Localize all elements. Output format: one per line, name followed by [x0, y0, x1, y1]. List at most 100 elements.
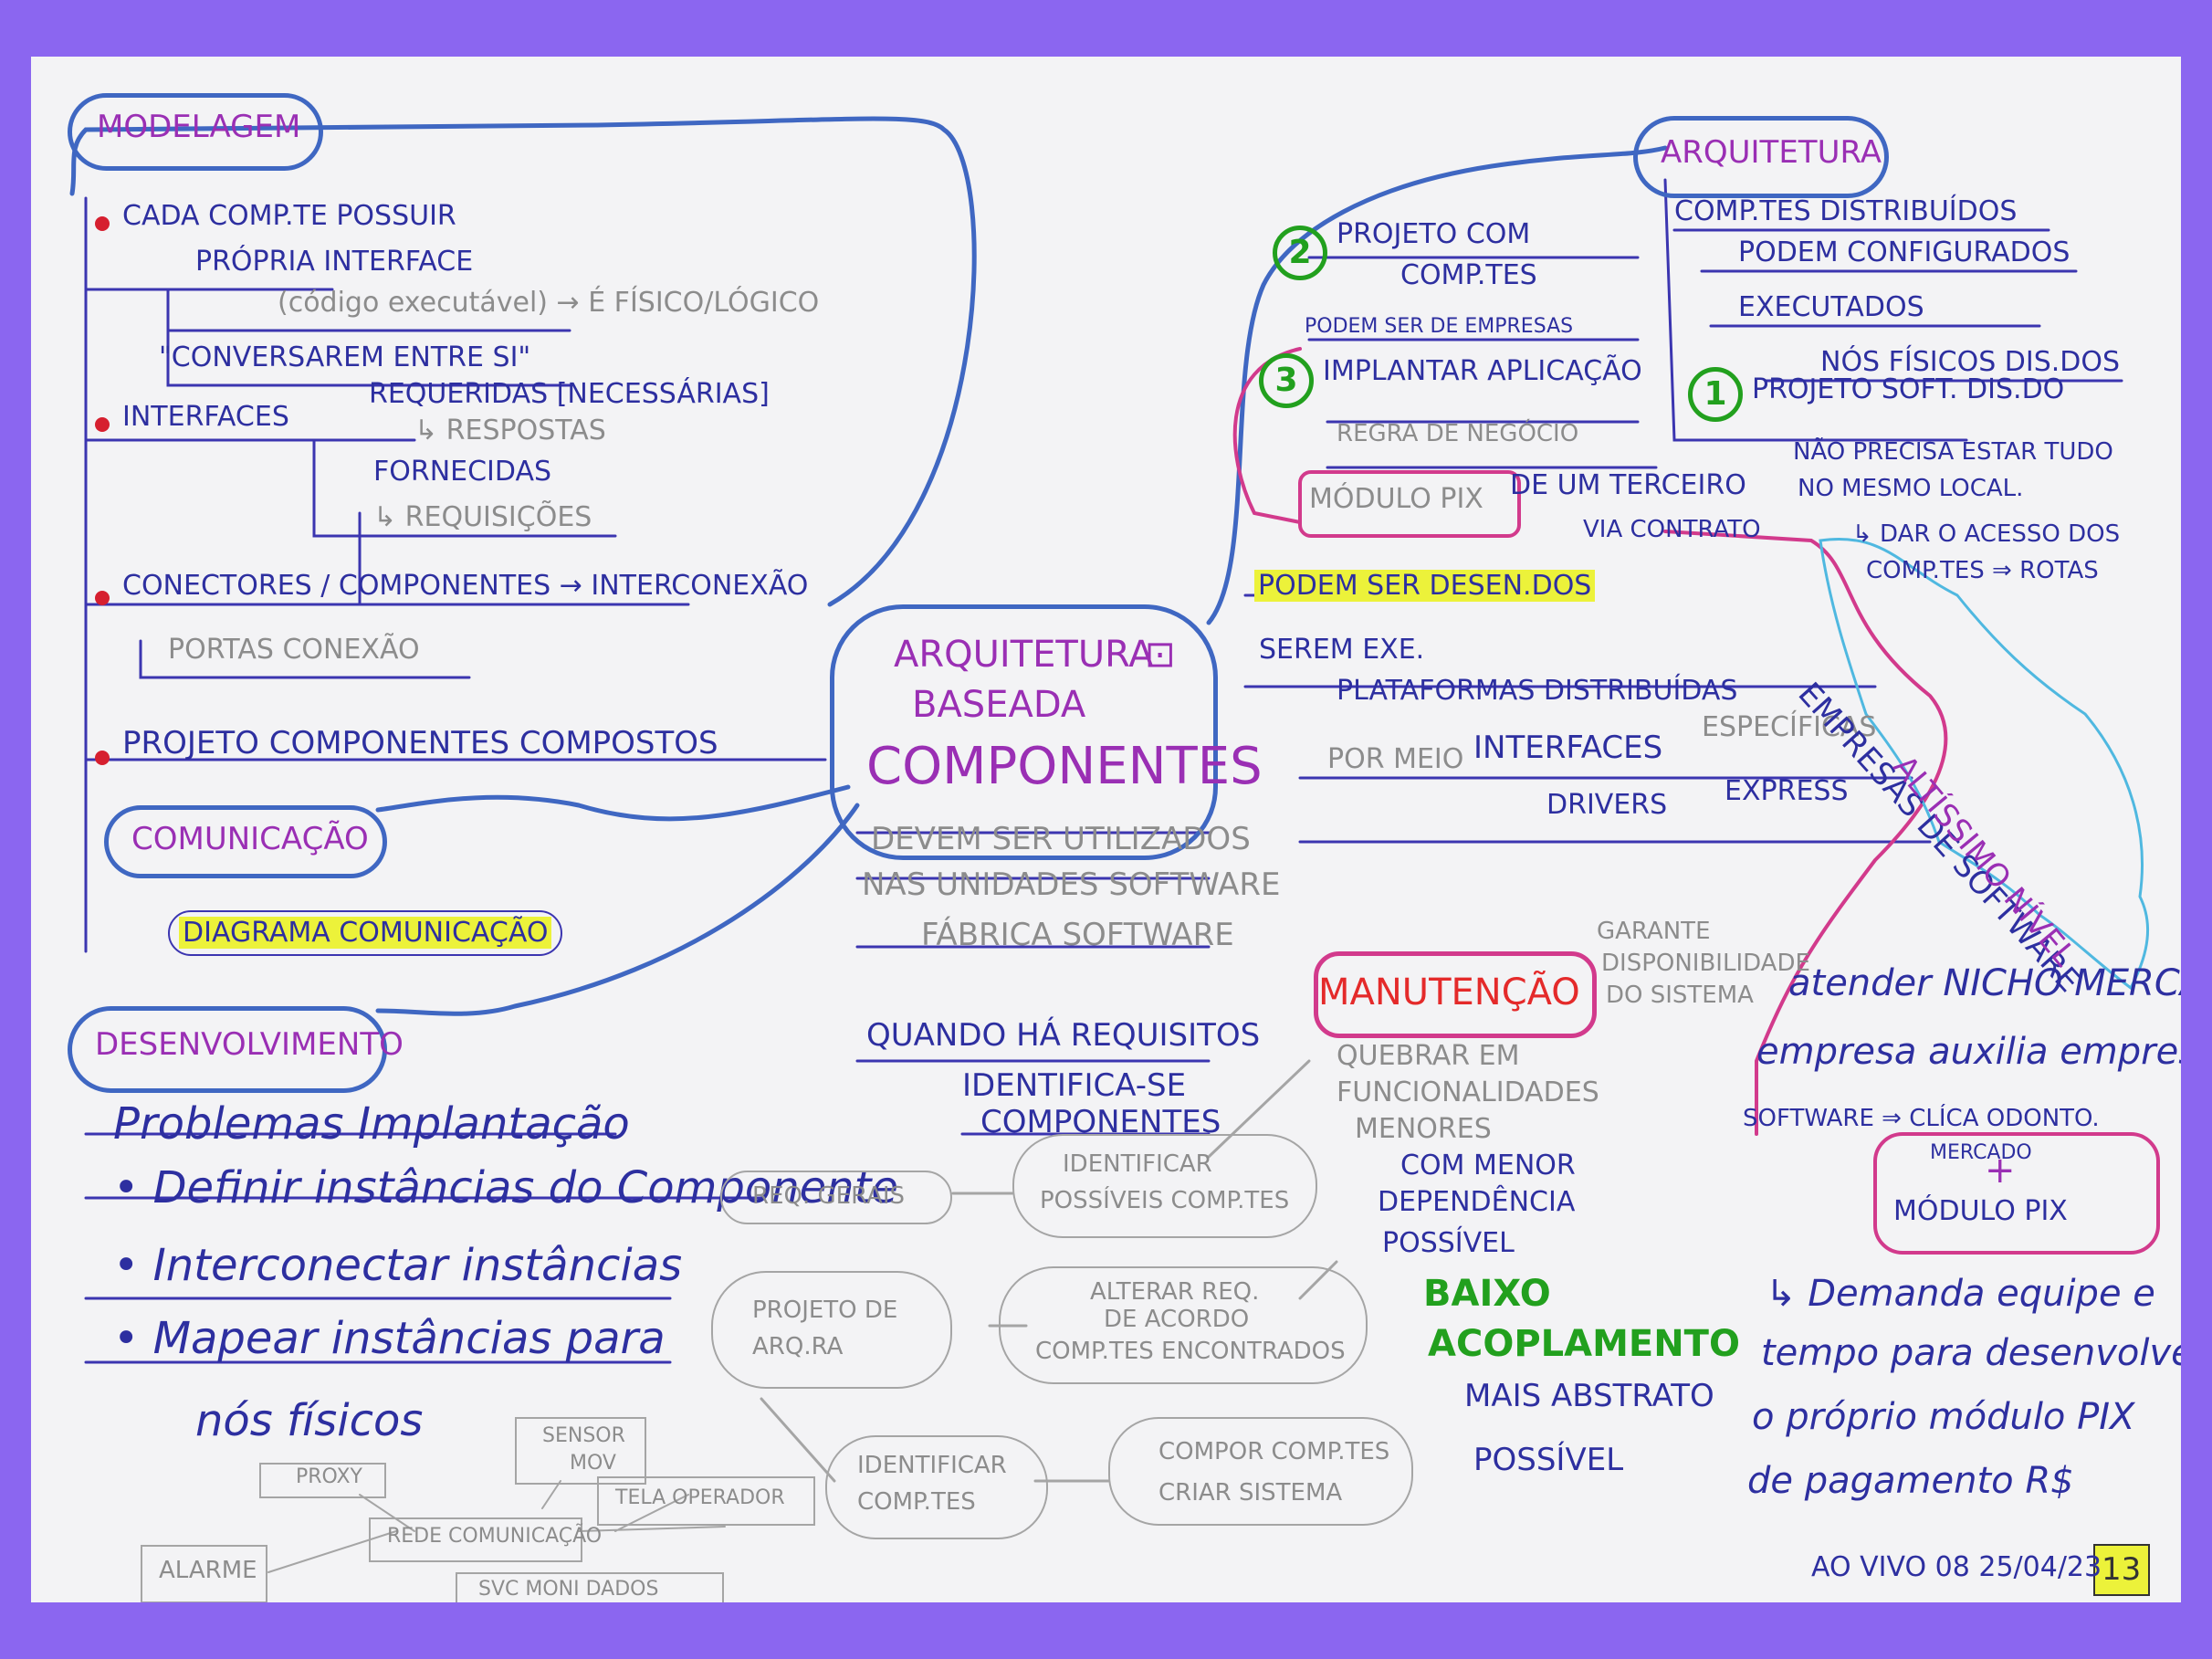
proxy: PROXY — [296, 1465, 362, 1488]
svc-moni: SVC MONI DADOS — [478, 1578, 659, 1601]
center-line2: BASEADA — [912, 684, 1086, 726]
demanda-l3: o próprio módulo PIX — [1752, 1396, 2135, 1438]
garante-l2: DISPONIBILIDADE — [1601, 950, 1810, 977]
rede-lines — [267, 1480, 726, 1573]
footer-date: AO VIVO 08 25/04/23 — [1811, 1551, 2102, 1583]
conectores: CONECTORES / COMPONENTES → INTERCONEXÃO — [122, 570, 809, 602]
bullet-icon — [95, 216, 110, 231]
plus-icon: + — [1985, 1150, 2016, 1192]
branch-comunicacao — [375, 784, 851, 822]
mais-abstrato-l1: MAIS ABSTRATO — [1464, 1378, 1714, 1414]
projeto-soft: PROJETO SOFT. DIS.DO — [1752, 373, 2065, 405]
identificar-comptes-box[interactable] — [825, 1435, 1048, 1539]
comunicacao-node[interactable] — [104, 805, 387, 878]
via-contrato: VIA CONTRATO — [1583, 516, 1761, 543]
modelagem-title: MODELAGEM — [97, 109, 301, 145]
software-odonto: SOFTWARE ⇒ CLÍCA ODONTO. — [1743, 1105, 2100, 1132]
projeto-com-l2: COMP.TES — [1400, 259, 1537, 291]
pix-box — [1873, 1132, 2160, 1255]
executados: EXECUTADOS — [1738, 291, 1924, 323]
proxy-box[interactable] — [259, 1463, 386, 1498]
arquitetura-node[interactable] — [1633, 116, 1889, 198]
mercado: MERCADO — [1930, 1141, 2032, 1164]
bullet-icon — [95, 591, 110, 605]
desenvolvimento-title: DESENVOLVIMENTO — [95, 1026, 404, 1063]
alarme-box[interactable] — [141, 1545, 267, 1602]
req-gerais-box[interactable] — [720, 1171, 952, 1224]
interfaces: INTERFACES — [122, 401, 289, 433]
com-menor-l1: COM MENOR — [1400, 1150, 1576, 1181]
arquitetura-title: ARQUITETURA — [1661, 134, 1882, 171]
sensor-sub: MOV — [570, 1452, 616, 1475]
bullet-icon — [95, 751, 110, 765]
drivers: DRIVERS — [1546, 789, 1668, 821]
comunicacao-title: COMUNICAÇÃO — [131, 821, 369, 857]
demanda-l4: de pagamento R$ — [1747, 1460, 2074, 1502]
alterar-req-box[interactable] — [999, 1266, 1368, 1384]
cada-compte: CADA COMP.TE POSSUIR — [122, 200, 456, 232]
quebrar-l2: FUNCIONALIDADES — [1337, 1076, 1599, 1108]
sensor: SENSOR — [542, 1424, 625, 1447]
identificar-l2: POSSÍVEIS COMP.TES — [1040, 1187, 1290, 1214]
devem-l4: QUANDO HÁ REQUISITOS — [866, 1017, 1261, 1054]
devem-lines — [855, 831, 1211, 1136]
number-1-badge: 1 — [1688, 367, 1743, 422]
desenv-lines — [84, 1132, 763, 1364]
podem-ser-empresas: PODEM SER DE EMPRESAS — [1305, 315, 1574, 338]
alterar-l2: DE ACORDO — [1104, 1306, 1250, 1333]
rede-comunicacao: REDE COMUNICAÇÃO — [387, 1525, 603, 1548]
bullet-icon — [95, 417, 110, 432]
demanda-l1: ↳ Demanda equipe e — [1766, 1273, 2155, 1315]
projeto-arq-l1: PROJETO DE — [752, 1297, 898, 1324]
projeto-arq-box[interactable] — [711, 1271, 952, 1389]
desenv-item-1: • Definir instâncias do Componente — [113, 1162, 898, 1213]
modulo-pix-empresas: MÓDULO PIX — [1893, 1195, 2068, 1227]
plataformas: PLATAFORMAS DISTRIBUÍDAS — [1337, 675, 1738, 707]
diagrama-comunicacao: DIAGRAMA COMUNICAÇÃO — [168, 910, 563, 956]
mais-abstrato-l2: POSSÍVEL — [1473, 1442, 1624, 1478]
interfaces-arq: INTERFACES — [1473, 730, 1663, 766]
propria-interface: PRÓPRIA INTERFACE — [195, 246, 474, 278]
empresa-auxilia: empresa auxilia empresa — [1756, 1031, 2181, 1073]
empresas-cloud — [1819, 538, 2149, 991]
number-3-badge: 3 — [1259, 353, 1314, 408]
svc-box[interactable] — [456, 1572, 724, 1602]
identificar-possiveis-box[interactable] — [1012, 1134, 1317, 1238]
manutencao-node[interactable] — [1314, 951, 1597, 1038]
center-node[interactable] — [830, 604, 1218, 860]
portas-conexao: PORTAS CONEXÃO — [168, 634, 420, 666]
alterar-l1: ALTERAR REQ. — [1090, 1278, 1260, 1306]
serem-exe: SEREM EXE. — [1259, 634, 1425, 666]
implantar: IMPLANTAR APLICAÇÃO — [1323, 355, 1642, 387]
projeto-arq-l2: ARQ.RA — [752, 1333, 844, 1360]
rede-box[interactable] — [369, 1517, 582, 1562]
modelagem-node[interactable] — [68, 93, 323, 171]
problemas-implantacao: Problemas Implantação — [113, 1098, 630, 1150]
regra-negocio: REGRA DE NEGÓCIO — [1337, 420, 1579, 447]
page-number: 13 — [2102, 1551, 2142, 1588]
conversarem: "CONVERSAREM ENTRE SI" — [159, 341, 531, 373]
atender-nicho: atender NICHO MERCADO — [1788, 962, 2181, 1004]
branch-desenvolvimento — [375, 803, 860, 1016]
nao-precisa-l1: NÃO PRECISA ESTAR TUDO — [1793, 438, 2113, 466]
nao-precisa-l2: NO MESMO LOCAL. — [1798, 475, 2024, 502]
desenv-item-2: • Interconectar instâncias — [113, 1240, 683, 1291]
fornecidas: FORNECIDAS — [373, 456, 552, 488]
tela-operador: TELA OPERADOR — [615, 1486, 785, 1509]
manutencao-title: MANUTENÇÃO — [1318, 971, 1580, 1013]
requisicoes: ↳ REQUISIÇÕES — [373, 501, 592, 533]
sensor-box[interactable] — [515, 1417, 646, 1485]
compor-l2: CRIAR SISTEMA — [1158, 1479, 1343, 1507]
page-tag — [2093, 1544, 2150, 1596]
component-icon: ⊡ — [1145, 634, 1176, 676]
identificar-comptes-l2: COMP.TES — [857, 1488, 976, 1516]
compor-box[interactable] — [1108, 1417, 1413, 1526]
garante-l3: DO SISTEMA — [1606, 982, 1754, 1009]
tela-box[interactable] — [597, 1476, 815, 1526]
dar-acesso-l1: ↳ DAR O ACESSO DOS — [1852, 520, 2121, 548]
podem-configurados: PODEM CONFIGURADOS — [1738, 236, 2070, 268]
desenvolvimento-node[interactable] — [68, 1006, 387, 1093]
nos-fisicos-dis: NÓS FÍSICOS DIS.DOS — [1820, 346, 2121, 378]
dar-acesso-l2: COMP.TES ⇒ ROTAS — [1866, 557, 2099, 584]
center-line3: COMPONENTES — [866, 737, 1263, 796]
